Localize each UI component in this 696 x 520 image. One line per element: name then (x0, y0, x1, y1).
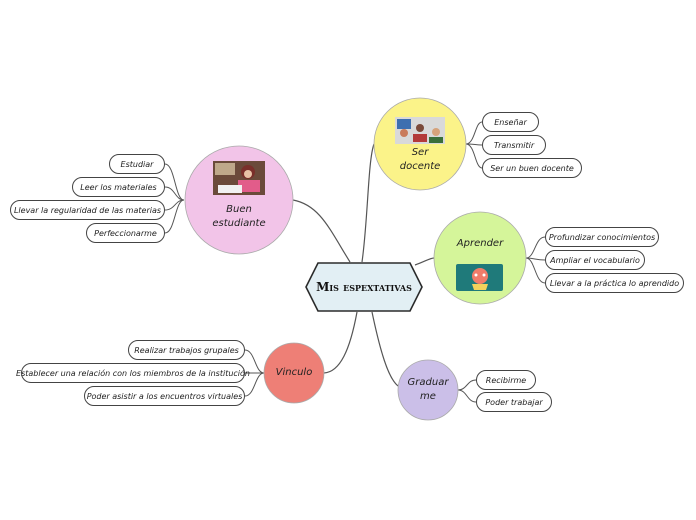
sub-connectors (164, 121, 546, 403)
classroom-photo-icon (395, 117, 445, 144)
item-profundizar[interactable]: Profundizar conocimientos (545, 227, 659, 247)
topic-label-aprender: Aprender (456, 238, 504, 249)
item-llevar-regularidad[interactable]: Llevar la regularidad de las materias (10, 200, 165, 220)
topic-label-graduarme: Graduar me (407, 377, 449, 402)
center-node-shape[interactable] (305, 262, 423, 312)
item-leer-materiales[interactable]: Leer los materiales (72, 177, 165, 197)
main-connectors (292, 143, 435, 387)
item-llevar-practica[interactable]: Llevar a la práctica lo aprendido (545, 273, 684, 293)
topic-label-buen-estudiante: Buen estudiante (212, 204, 266, 229)
connector-aprender (414, 257, 435, 266)
connector-graduarme (371, 311, 399, 387)
brain-book-icon (456, 264, 503, 291)
item-poder-trabajar[interactable]: Poder trabajar (476, 392, 552, 412)
item-encuentros-virtuales[interactable]: Poder asistir a los encuentros virtuales (84, 386, 245, 406)
connector-buen-estudiante (292, 199, 351, 263)
item-relacion-miembros[interactable]: Establecer una relación con los miembros… (16, 363, 250, 383)
student-photo-icon (213, 161, 265, 195)
item-recibirme[interactable]: Recibirme (476, 370, 536, 390)
topic-label-ser-docente: Ser docente (399, 147, 441, 172)
item-ensenar[interactable]: Enseñar (482, 112, 539, 132)
topic-circle-graduarme[interactable] (397, 359, 459, 421)
item-ampliar-vocabulario[interactable]: Ampliar el vocabulario (545, 250, 645, 270)
item-ser-buen-docente[interactable]: Ser un buen docente (482, 158, 582, 178)
topic-circle-vinculo[interactable] (263, 342, 325, 404)
item-estudiar[interactable]: Estudiar (109, 154, 165, 174)
item-perfeccionarme[interactable]: Perfeccionarme (86, 223, 165, 243)
topic-circle-buen-estudiante[interactable] (184, 145, 294, 255)
item-trabajos-grupales[interactable]: Realizar trabajos grupales (128, 340, 245, 360)
connector-vinculo (323, 311, 358, 374)
center-node-label: Mis espextativas (316, 280, 412, 294)
item-transmitir[interactable]: Transmitir (482, 135, 546, 155)
connector-ser-docente (361, 143, 375, 263)
topic-label-vinculo: Vinculo (275, 367, 313, 378)
